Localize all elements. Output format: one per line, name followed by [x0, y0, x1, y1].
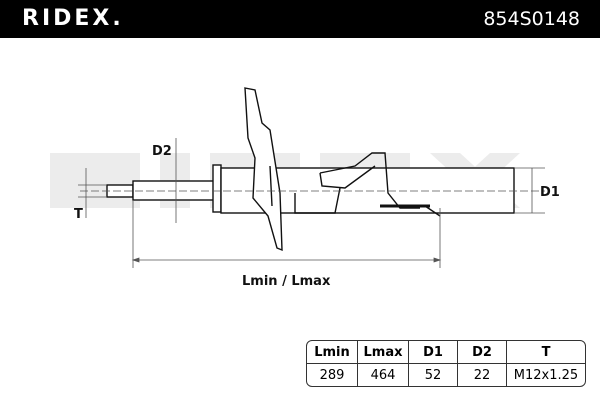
val-lmin: 289: [307, 364, 358, 386]
collar: [212, 164, 222, 213]
table-row: 289 464 52 22 M12x1.25: [307, 364, 585, 386]
length-label: Lmin / Lmax: [242, 274, 331, 289]
part-number: 854S0148: [483, 8, 580, 30]
dimension-lines: [78, 138, 545, 268]
spec-table: Lmin Lmax D1 D2 T 289 464 52 22 M12x1.25: [306, 340, 586, 387]
header-bar: RIDEX. 854S0148: [0, 0, 600, 38]
brake-line-bracket: [319, 152, 420, 209]
table-header-row: Lmin Lmax D1 D2 T: [307, 341, 585, 364]
col-lmax: Lmax: [358, 341, 409, 364]
val-lmax: 464: [358, 364, 409, 386]
piston-rod: [132, 180, 216, 201]
col-d1: D1: [409, 341, 458, 364]
val-d2: 22: [458, 364, 507, 386]
col-lmin: Lmin: [307, 341, 358, 364]
val-d1: 52: [409, 364, 458, 386]
shock-absorber-drawing: [50, 87, 545, 268]
val-t: M12x1.25: [513, 367, 579, 383]
d2-label: D2: [152, 144, 172, 159]
t-label: T: [74, 207, 83, 222]
col-d2: D2: [458, 341, 507, 364]
brand-logo: RIDEX.: [22, 6, 124, 31]
d1-label: D1: [540, 185, 560, 200]
col-t: T: [507, 341, 585, 364]
mounting-bracket: [244, 87, 283, 252]
